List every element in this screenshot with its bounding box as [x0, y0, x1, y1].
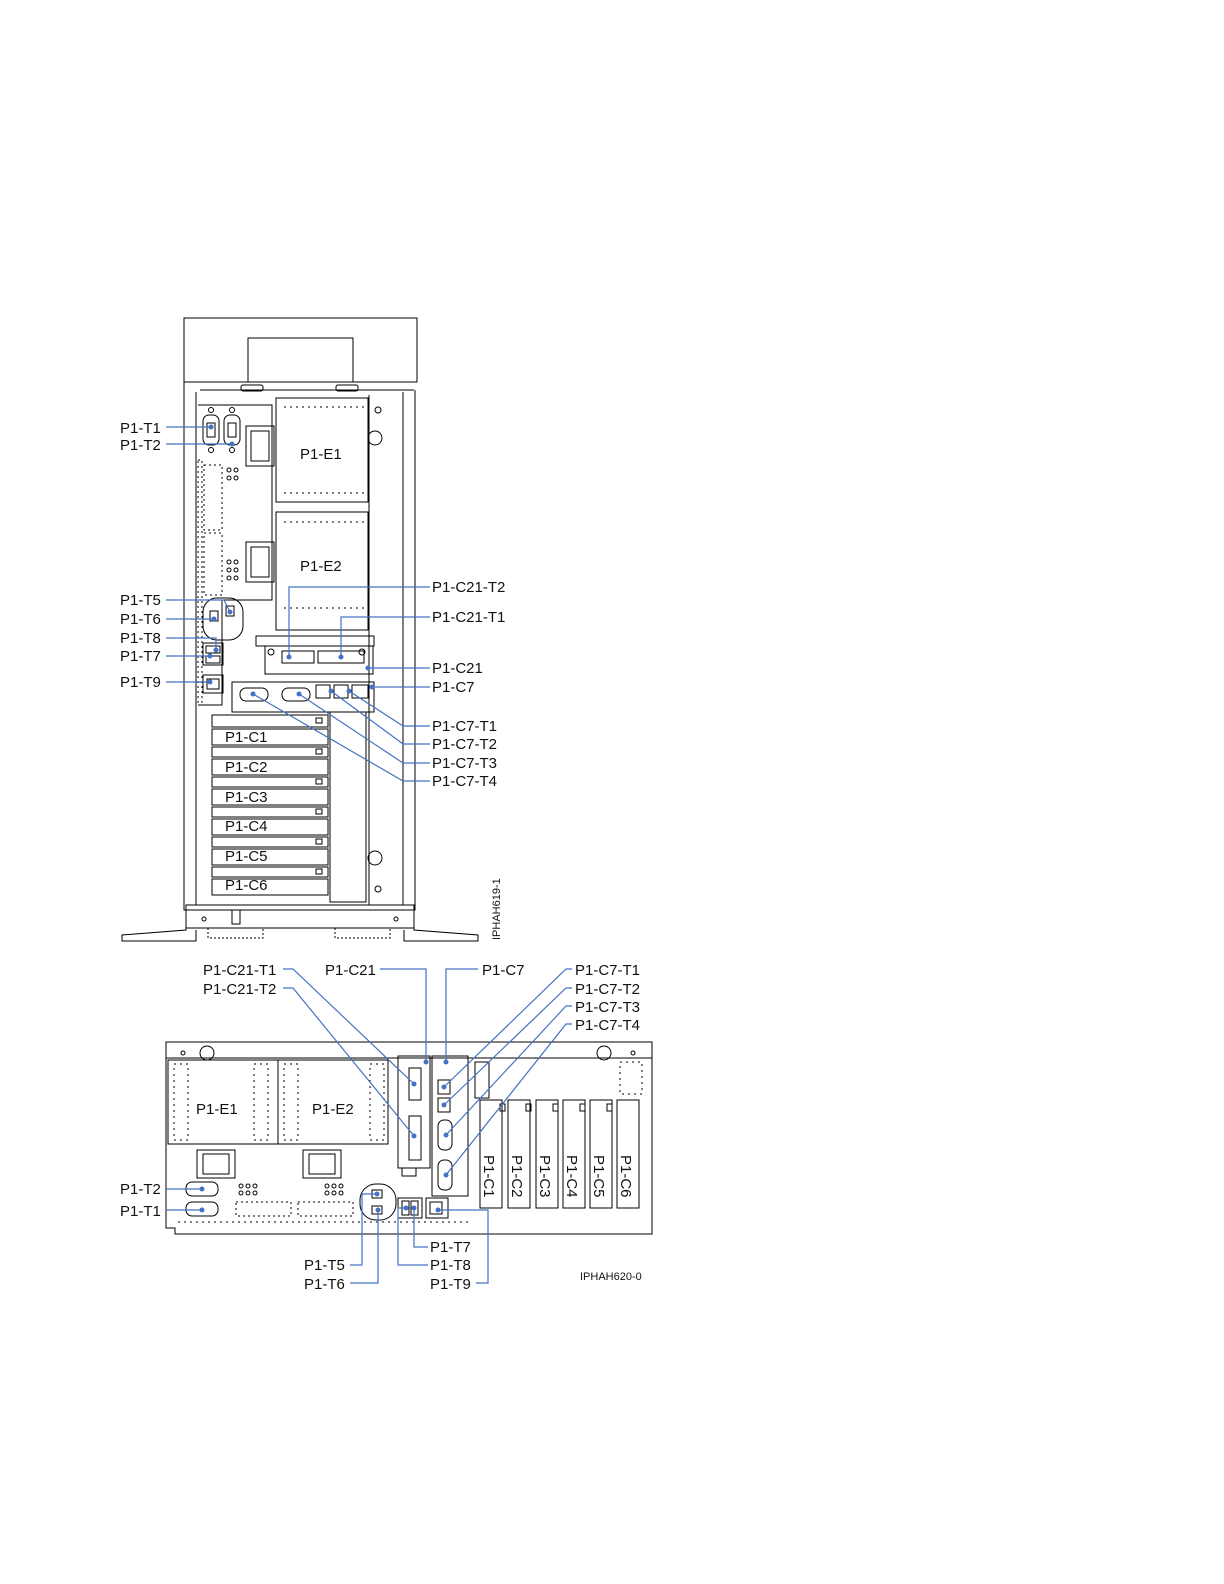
tower-label-t2: P1-T2: [120, 437, 161, 454]
tower-label-c7t3: P1-C7-T3: [432, 755, 497, 772]
tower-slot-c2: P1-C2: [225, 759, 268, 776]
rack-figure-id: IPHAH620-0: [580, 1271, 642, 1283]
rack-slot-c6: P1-C6: [617, 1155, 634, 1198]
rack-label-c7t1: P1-C7-T1: [575, 962, 640, 979]
tower-unit-e2: P1-E2: [300, 558, 342, 575]
rack-label-c7t2: P1-C7-T2: [575, 981, 640, 998]
tower-label-c21: P1-C21: [432, 660, 483, 677]
tower-slot-c5: P1-C5: [225, 848, 268, 865]
tower-label-c7: P1-C7: [432, 679, 475, 696]
rack-label-t2: P1-T2: [120, 1181, 161, 1198]
tower-label-t1: P1-T1: [120, 420, 161, 437]
rack-label-c7t4: P1-C7-T4: [575, 1017, 640, 1034]
rack-unit-e2: P1-E2: [312, 1101, 354, 1118]
tower-label-c21t1: P1-C21-T1: [432, 609, 505, 626]
rack-callout-labels: P1-C21-T1 P1-C21-T2 P1-C21 P1-C7 P1-C7-T…: [120, 962, 640, 1293]
tower-slot-c3: P1-C3: [225, 789, 268, 806]
tower-label-t9: P1-T9: [120, 674, 161, 691]
tower-figure-id: IPHAH619-1: [491, 878, 503, 940]
tower-callout-labels: P1-T1 P1-T2 P1-T5 P1-T6 P1-T8 P1-T7 P1-T…: [120, 420, 505, 790]
rack-label-c21t2: P1-C21-T2: [203, 981, 276, 998]
rack-callout-dots: [199, 1059, 449, 1213]
tower-callout-dots: [207, 424, 375, 697]
tower-slot-c6: P1-C6: [225, 877, 268, 894]
tower-label-t8: P1-T8: [120, 630, 161, 647]
rack-slot-c3: P1-C3: [536, 1155, 553, 1198]
tower-label-t6: P1-T6: [120, 611, 161, 628]
tower-inline-labels: P1-E1 P1-E2 P1-C1 P1-C2 P1-C3 P1-C4 P1-C…: [225, 446, 503, 940]
rack-pci-slots: [474, 1061, 640, 1209]
rack-slot-c1: P1-C1: [480, 1155, 497, 1198]
tower-label-t5: P1-T5: [120, 592, 161, 609]
rack-label-t8: P1-T8: [430, 1257, 471, 1274]
tower-slot-c4: P1-C4: [225, 818, 268, 835]
rack-rear-view: [165, 1041, 653, 1235]
tower-unit-e1: P1-E1: [300, 446, 342, 463]
tower-label-c7t4: P1-C7-T4: [432, 773, 497, 790]
rack-slot-c4: P1-C4: [563, 1155, 580, 1198]
rack-label-t1: P1-T1: [120, 1203, 161, 1220]
tower-label-c7t1: P1-C7-T1: [432, 718, 497, 735]
tower-callout-lines: [166, 426, 430, 782]
rack-label-t7: P1-T7: [430, 1239, 471, 1256]
tower-label-t7: P1-T7: [120, 648, 161, 665]
rack-label-t6: P1-T6: [304, 1276, 345, 1293]
rack-label-t9: P1-T9: [430, 1276, 471, 1293]
rack-label-c7t3: P1-C7-T3: [575, 999, 640, 1016]
tower-label-c21t2: P1-C21-T2: [432, 579, 505, 596]
rack-label-c7: P1-C7: [482, 962, 525, 979]
rack-unit-e1: P1-E1: [196, 1101, 238, 1118]
rack-slot-c2: P1-C2: [508, 1155, 525, 1198]
rack-label-c21t1: P1-C21-T1: [203, 962, 276, 979]
tower-pci-slots: [211, 714, 329, 896]
tower-label-c7t2: P1-C7-T2: [432, 736, 497, 753]
rack-callout-lines: [166, 968, 572, 1284]
rack-inline-labels: P1-E1 P1-E2 P1-C1 P1-C2 P1-C3 P1-C4 P1-C…: [196, 1101, 642, 1283]
tower-slot-c1: P1-C1: [225, 729, 268, 746]
rack-label-c21: P1-C21: [325, 962, 376, 979]
tower-rear-view: [121, 317, 479, 942]
rack-slot-c5: P1-C5: [590, 1155, 607, 1198]
rack-label-t5: P1-T5: [304, 1257, 345, 1274]
